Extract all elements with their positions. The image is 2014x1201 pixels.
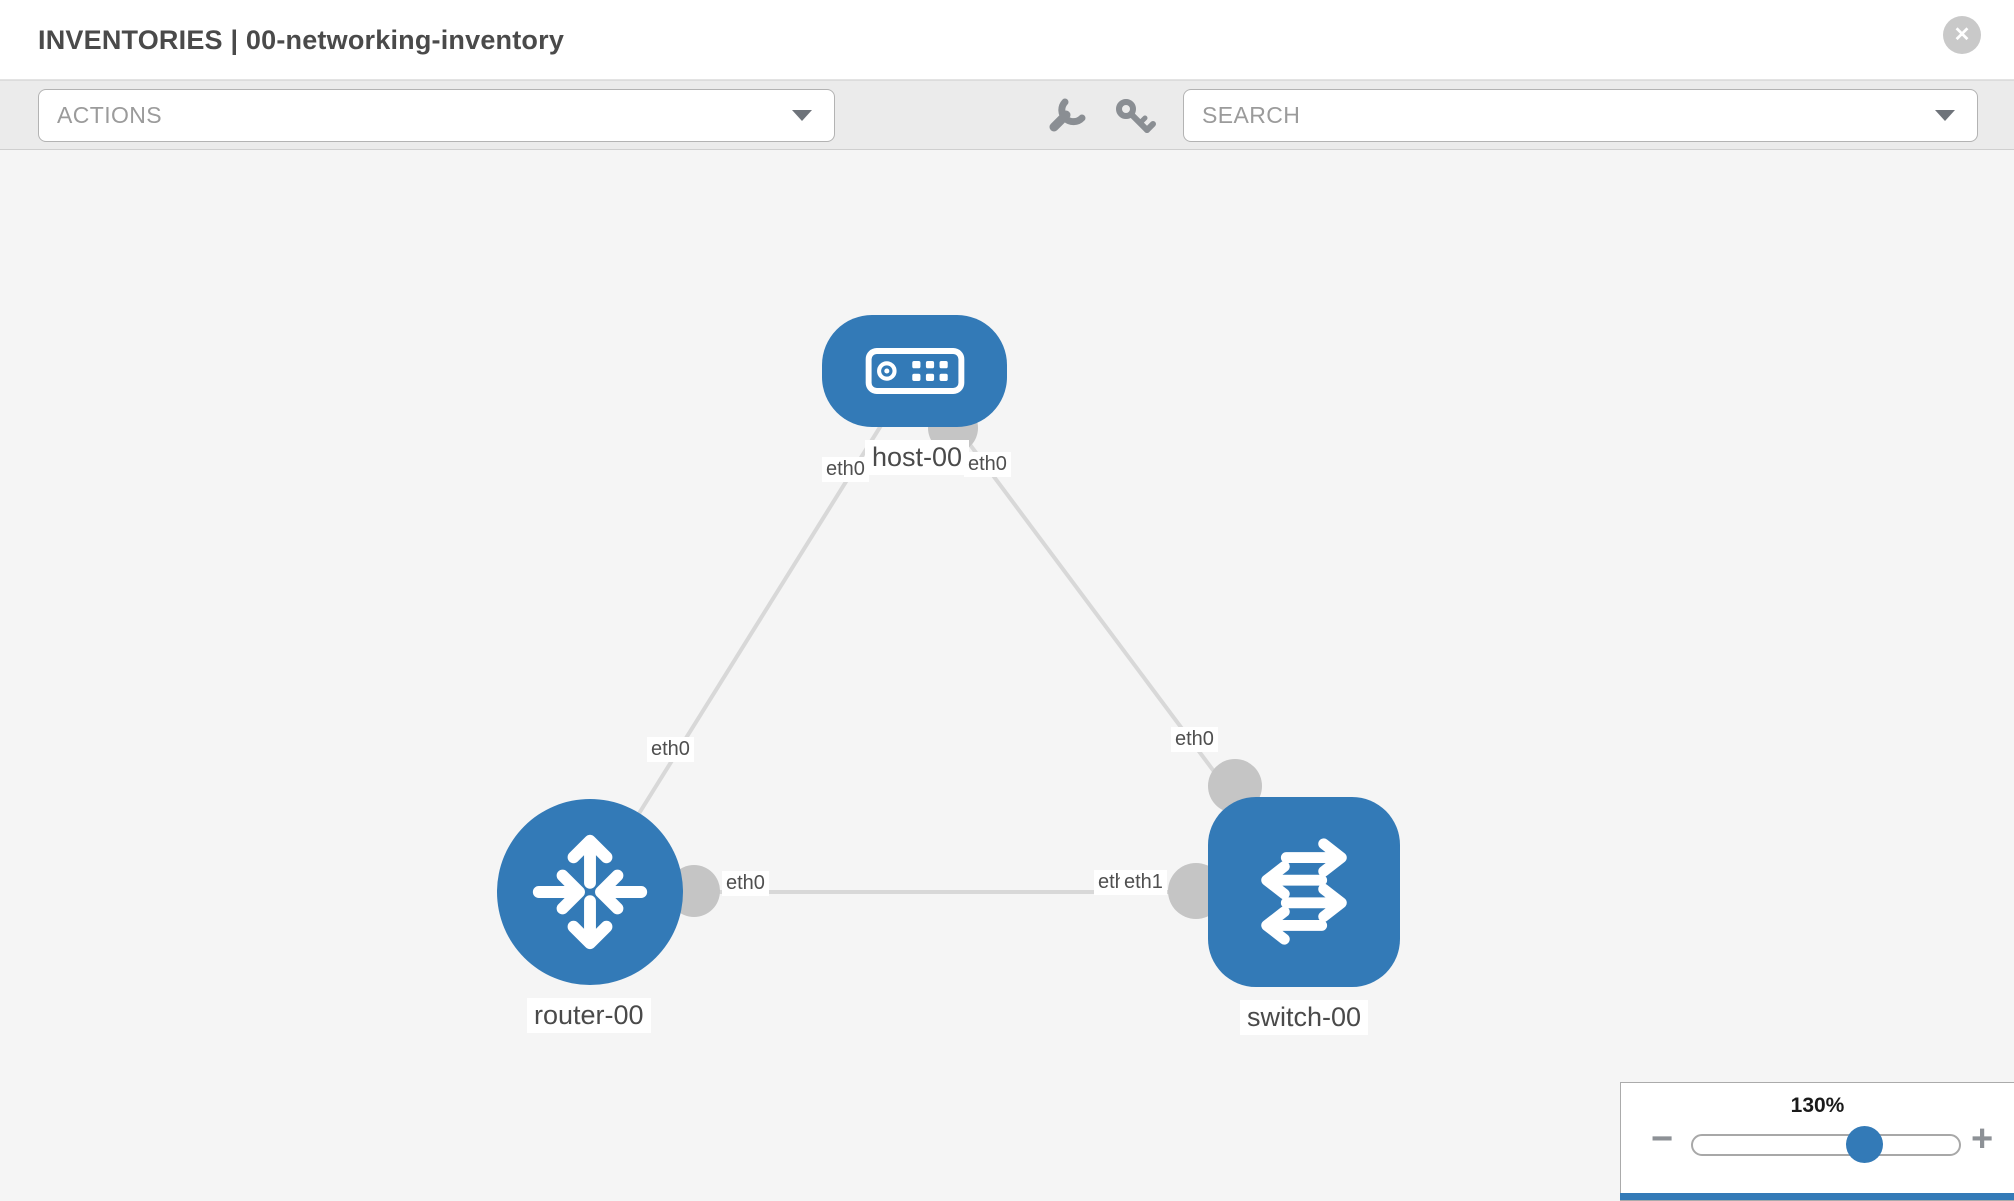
zoom-in-button[interactable]: + [1971,1119,1993,1159]
plus-icon: + [1971,1118,1994,1160]
toolbar: ACTIONS SEARCH [0,80,2014,150]
zoom-control-panel: 130% − + [1620,1082,2014,1201]
node-router-00[interactable] [497,799,683,985]
node-label-host: host-00 [865,440,970,475]
actions-dropdown-label: ACTIONS [57,102,163,128]
topology-canvas[interactable]: host-00 router-00 switch-00 eth0 eth0 et… [0,150,2014,1201]
interface-label: eth0 [647,737,694,762]
host-icon [865,348,964,394]
node-label-router: router-00 [527,998,651,1033]
actions-dropdown[interactable]: ACTIONS [38,89,835,142]
minus-icon: − [1651,1118,1674,1160]
switch-icon [1261,838,1347,945]
interface-label: eth1 [1120,870,1167,895]
zoom-slider-thumb[interactable] [1846,1126,1883,1163]
node-host-00[interactable] [822,315,1007,427]
key-icon[interactable] [1114,97,1156,137]
zoom-level: 130% [1790,1094,1845,1117]
zoom-out-button[interactable]: − [1651,1119,1673,1159]
search-dropdown-label: SEARCH [1202,102,1301,128]
interface-label: eth0 [722,871,769,896]
panel-header: INVENTORIES | 00-networking-inventory ✕ [0,0,2014,80]
close-button[interactable]: ✕ [1943,16,1981,54]
interface-label: eth0 [964,452,1011,477]
interface-label: eth0 [1171,727,1218,752]
node-switch-00[interactable] [1208,797,1400,987]
chevron-down-icon [792,110,812,121]
router-icon [532,834,648,950]
node-label-switch: switch-00 [1240,1000,1369,1035]
zoom-slider-track[interactable] [1691,1134,1961,1156]
wrench-icon[interactable] [1046,97,1086,135]
bottom-accent-bar [1620,1193,2014,1200]
search-dropdown[interactable]: SEARCH [1183,89,1978,142]
close-icon: ✕ [1953,24,1971,46]
interface-label: eth0 [822,457,869,482]
page-title: INVENTORIES | 00-networking-inventory [38,25,565,55]
chevron-down-icon [1935,110,1955,121]
